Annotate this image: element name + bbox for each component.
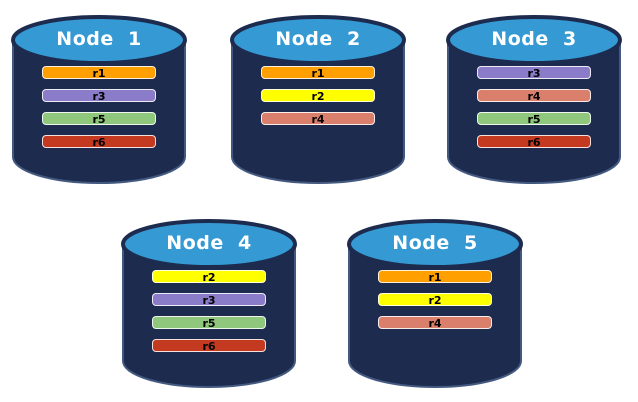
node-title: Node 5 [392,232,478,254]
replica-bar-r3: r3 [477,66,591,80]
replica-bars: r1 r2 r4 [378,270,492,339]
cylinder-top [121,219,297,269]
replica-bar-r2: r2 [378,293,492,307]
replica-bar-r4: r4 [477,89,591,103]
replica-bars: r1 r2 r4 [261,66,375,135]
replica-bar-r3: r3 [152,293,266,307]
cylinder-top [230,15,406,65]
replica-bar-r5: r5 [152,316,266,330]
replica-bar-r1: r1 [261,66,375,80]
replica-bar-r1: r1 [378,270,492,284]
replica-bar-r2: r2 [152,270,266,284]
node-3-cylinder: Node 3 r3 r4 r5 r6 [446,8,622,188]
node-title: Node 4 [166,232,252,254]
node-title: Node 2 [275,28,361,50]
cylinder-top [11,15,187,65]
node-5-cylinder: Node 5 r1 r2 r4 [347,212,523,392]
replica-bar-r5: r5 [42,112,156,126]
replica-bars: r2 r3 r5 r6 [152,270,266,362]
replica-bar-r6: r6 [42,135,156,149]
node-2-cylinder: Node 2 r1 r2 r4 [230,8,406,188]
replica-bars: r1 r3 r5 r6 [42,66,156,158]
replica-bars: r3 r4 r5 r6 [477,66,591,158]
replica-bar-r2: r2 [261,89,375,103]
node-title: Node 1 [56,28,142,50]
node-1-cylinder: Node 1 r1 r3 r5 r6 [11,8,187,188]
node-title: Node 3 [491,28,577,50]
replica-bar-r5: r5 [477,112,591,126]
replica-bar-r4: r4 [378,316,492,330]
replica-bar-r3: r3 [42,89,156,103]
node-4-cylinder: Node 4 r2 r3 r5 r6 [121,212,297,392]
replica-bar-r6: r6 [477,135,591,149]
cylinder-top [446,15,622,65]
replica-bar-r4: r4 [261,112,375,126]
replica-bar-r1: r1 [42,66,156,80]
replica-bar-r6: r6 [152,339,266,353]
cylinder-top [347,219,523,269]
